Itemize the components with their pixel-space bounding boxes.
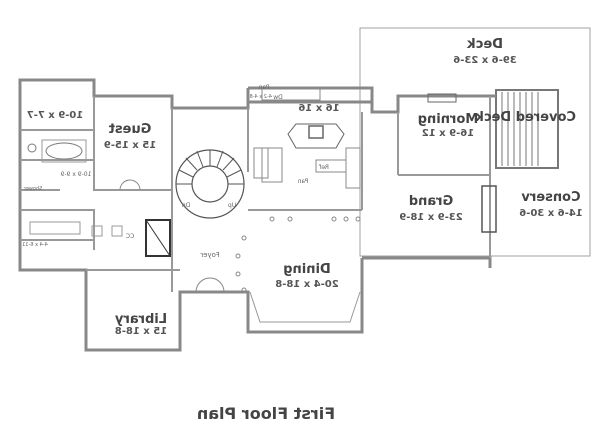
foyer-label: Foyer xyxy=(200,251,220,259)
cc-label: CC xyxy=(125,233,135,240)
dining-dims: 20-4 x 18-8 xyxy=(275,279,339,290)
conserv-label: Conserv xyxy=(521,190,581,205)
plan-caption: First Floor Plan xyxy=(196,404,336,423)
kitchen-dims: 16 x 16 xyxy=(298,103,340,114)
ref-label: Ref xyxy=(319,164,329,171)
dw-label: Dw xyxy=(273,94,283,101)
deck-dims: 39-6 x 23-6 xyxy=(453,55,517,66)
library-label: Library xyxy=(114,312,168,327)
covered-deck-label: Covered Deck xyxy=(475,110,576,125)
pan-top-label: Pan xyxy=(258,84,270,91)
grand-dims: 23-9 x 18-9 xyxy=(399,212,463,223)
morning-label: Morning xyxy=(417,112,479,127)
toilet xyxy=(27,143,37,153)
conserv-dims: 14-6 x 30-6 xyxy=(519,208,583,219)
deck-outline xyxy=(359,27,591,257)
morning-dims: 16-9 x 12 xyxy=(421,128,475,139)
grand-label: Grand xyxy=(408,194,454,209)
bathtub xyxy=(45,142,83,160)
covered-deck-stairs xyxy=(495,89,559,169)
foyer-doors xyxy=(119,179,225,293)
bath-dims: 10-9 x 9-9 xyxy=(60,171,92,178)
fireplace-morning xyxy=(427,93,457,103)
dn-label: Dn xyxy=(181,202,191,209)
columns xyxy=(235,216,361,293)
fireplace-conserv xyxy=(481,185,497,233)
guest-dims: 15 x 15-9 xyxy=(103,140,157,151)
spiral-staircase xyxy=(175,149,245,219)
kitchen-island xyxy=(287,123,345,149)
guest-label: Guest xyxy=(108,122,152,137)
utility-fixtures xyxy=(29,221,123,237)
shower-label: Shower xyxy=(23,186,43,192)
up-label: Up xyxy=(227,202,237,209)
kitchen-counters xyxy=(253,87,361,189)
library-dims: 15 x 18-8 xyxy=(114,326,168,337)
left-dims-label: 4-4 x 6-11 xyxy=(22,242,48,248)
deck-label: Deck xyxy=(467,37,503,52)
closet-dims: 10-9 x 7-7 xyxy=(26,110,84,121)
pan-kitchen-label: Pan xyxy=(297,178,309,185)
interior-walls xyxy=(20,96,491,292)
dining-bay xyxy=(249,291,361,323)
dining-label: Dining xyxy=(283,262,331,277)
elevator xyxy=(145,219,171,257)
pan-size-label: 4-2 x 4-8 xyxy=(249,94,272,100)
